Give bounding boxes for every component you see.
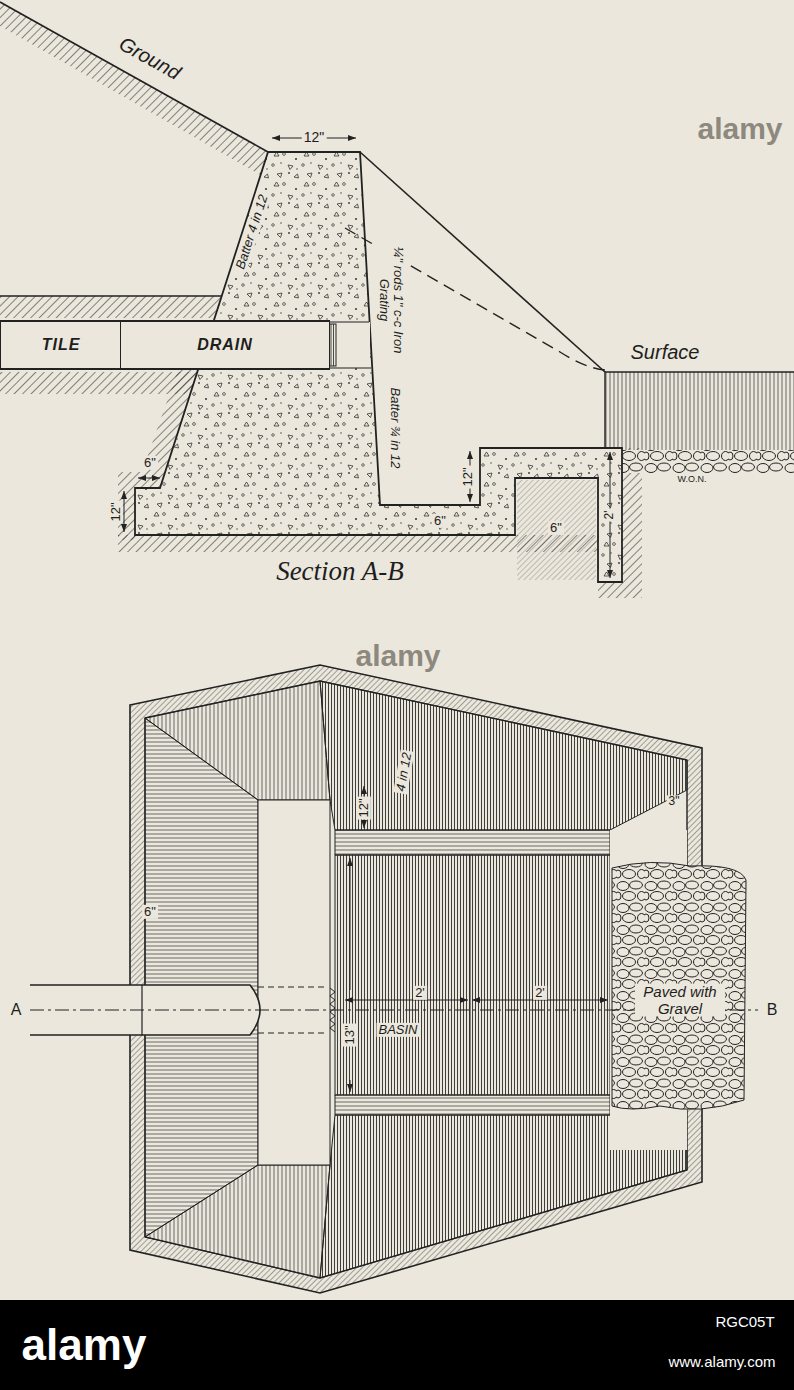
pipe-label: TILE	[42, 336, 81, 354]
earth-hatching	[0, 296, 221, 318]
drain-opening	[329, 322, 371, 368]
dimension-label: 6"	[142, 456, 158, 470]
watermark-url: www.alamy.com	[668, 1354, 775, 1371]
plan-wall-faces	[335, 855, 610, 1095]
dimension-label: 6"	[548, 521, 564, 535]
tile-drain-pipe: DRAIN	[120, 320, 330, 370]
earth-hatching	[0, 2, 268, 176]
dimension-lines	[138, 478, 160, 479]
plan-dimension-lines	[350, 858, 351, 990]
basin-label: BASIN	[376, 1023, 419, 1037]
watermark: alamy	[355, 639, 440, 672]
dimension-label: 12"	[357, 796, 371, 819]
earth-hatching	[0, 2, 268, 152]
section-title: Section A-B	[276, 557, 404, 587]
plan-tile-drain	[258, 987, 328, 988]
surface-label: Surface	[631, 341, 700, 363]
plan-tile-drain	[258, 1033, 328, 1034]
dimension-label: 6"	[432, 514, 448, 528]
pipe-label: DRAIN	[197, 336, 253, 354]
batter-note: Batter ¾ in 12	[388, 386, 402, 471]
draftsman-initials: W.O.N.	[678, 475, 707, 485]
plan-wall-faces	[258, 800, 330, 1165]
dimension-lines	[124, 491, 125, 532]
earth-hatching	[0, 2, 794, 598]
watermark-bar	[0, 1300, 794, 1390]
earth-hatching	[605, 371, 794, 373]
plan-wall-faces	[145, 681, 330, 800]
dimension-label: 12"	[302, 130, 327, 145]
dimension-label: 2'	[603, 509, 616, 522]
dimension-label: 3"	[667, 795, 682, 808]
dimension-label: 6"	[142, 905, 158, 919]
wing-wall-line	[345, 228, 605, 370]
earth-hatching	[605, 372, 794, 450]
plan-outline	[145, 681, 687, 1278]
plan-wall-faces	[145, 1165, 330, 1278]
plan-wall-faces	[470, 855, 471, 1095]
drain-opening	[329, 321, 369, 322]
drain-opening	[329, 367, 371, 368]
paving-note: Paved with Gravel	[635, 984, 725, 1017]
plan-wall-faces	[320, 681, 687, 830]
dimension-label: 2'	[413, 986, 427, 1000]
drain-opening	[329, 322, 370, 368]
earth-hatching	[604, 372, 605, 448]
watermark-logo: alamy	[22, 1321, 147, 1369]
surface-gravel	[622, 450, 794, 473]
surface-gravel	[622, 450, 794, 473]
plan-wall-faces	[145, 718, 258, 1237]
wing-wall-line	[345, 152, 605, 372]
dimension-label: 12"	[109, 500, 123, 523]
plan-gravel-paving	[612, 862, 746, 1109]
dimension-label: 13"	[343, 1023, 357, 1046]
dimension-label: 12"	[461, 465, 475, 488]
tile-drain-pipe: TILE	[0, 320, 122, 370]
grating-note: ¼" rods 1" c-c Iron Grating	[377, 244, 406, 356]
section-mark: B	[767, 1001, 778, 1019]
watermark: alamy	[697, 112, 782, 145]
plan-gravel-paving	[612, 862, 746, 1109]
earth-hatching	[517, 480, 596, 580]
wing-wall-line	[360, 152, 605, 372]
dimension-label: 2'	[533, 986, 547, 1000]
plan-dimension-lines	[345, 786, 608, 1092]
image-id: RGC05T	[715, 1314, 774, 1331]
drain-opening	[331, 324, 334, 366]
plan-dimension-lines	[345, 1000, 468, 1001]
watermark-bar	[0, 1300, 794, 1390]
drain-opening	[329, 324, 336, 366]
plan-dimension-lines	[350, 1080, 351, 1092]
plan-wall-faces	[145, 681, 687, 1278]
section-mark: A	[11, 1001, 22, 1019]
plan-wall-faces	[335, 830, 610, 855]
earth-hatching	[0, 372, 198, 394]
earth-hatching	[0, 295, 221, 296]
plan-wall-faces	[335, 1095, 610, 1115]
